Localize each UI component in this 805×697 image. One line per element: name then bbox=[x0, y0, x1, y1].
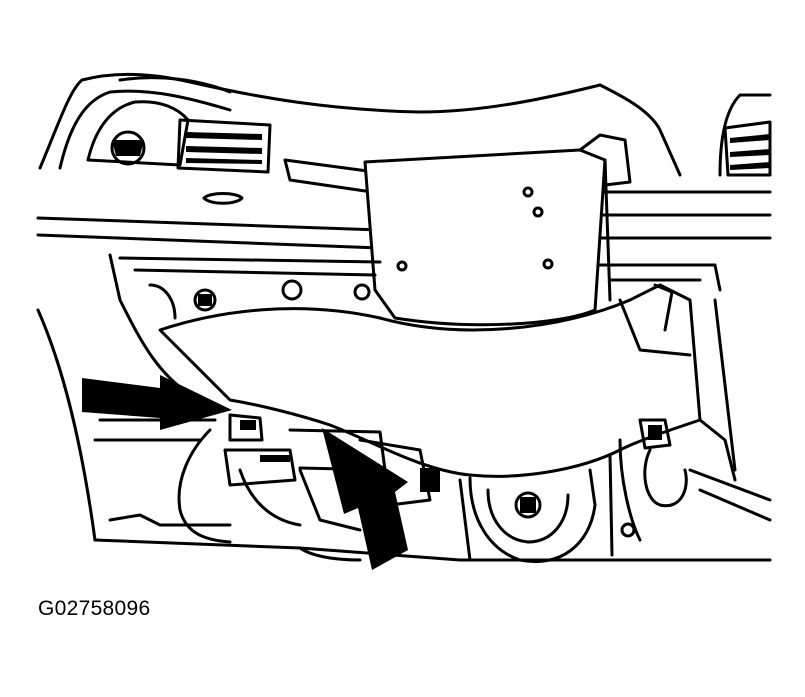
right-vent bbox=[723, 120, 772, 177]
floor-line bbox=[93, 538, 772, 562]
knee-bolster-panel bbox=[158, 283, 702, 478]
left-lower-structure bbox=[36, 279, 371, 542]
right-lower-structure bbox=[618, 298, 772, 542]
steering-column-shroud bbox=[363, 133, 632, 327]
pointer-arrow-icon bbox=[82, 375, 232, 430]
figure-id-label: G02758096 bbox=[38, 597, 151, 620]
pointer-arrow-icon bbox=[322, 428, 408, 570]
dash-top-outline bbox=[38, 72, 772, 177]
left-vent-cluster bbox=[86, 100, 272, 174]
